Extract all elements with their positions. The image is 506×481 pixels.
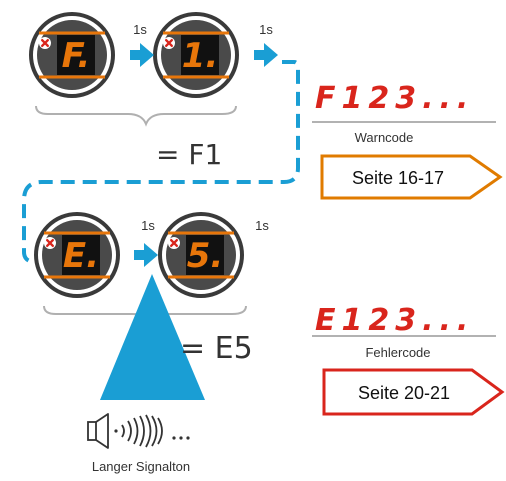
error-panel: E123... Fehlercode Seite 20-21 bbox=[312, 303, 505, 416]
display-digit-e: E. bbox=[63, 236, 99, 276]
page-ref-tag bbox=[322, 368, 505, 416]
speaker-icon bbox=[87, 413, 109, 449]
arrow-right-icon bbox=[130, 43, 154, 67]
error-caption: Fehlercode bbox=[365, 345, 430, 360]
flow-connector bbox=[22, 60, 300, 264]
error-page-link[interactable]: Seite 20-21 bbox=[358, 383, 450, 403]
signal-indicator: Langer Signalton bbox=[87, 413, 190, 474]
error-code-display: E123... bbox=[315, 303, 474, 338]
interval-label: 1s bbox=[141, 218, 155, 233]
arrow-right-icon bbox=[134, 243, 158, 267]
warning-panel: F123... Warncode Seite 16-17 bbox=[312, 81, 503, 200]
page-ref-tag bbox=[320, 154, 503, 200]
group-brace bbox=[35, 105, 237, 127]
display-digit-f: F. bbox=[62, 36, 91, 76]
warning-sequence: F. 1. 1s 1s = F1 bbox=[29, 12, 278, 171]
error-sequence: E. 5. 1s 1s = E5 bbox=[34, 212, 269, 400]
display-digit-5: 5. bbox=[187, 236, 224, 276]
result-code: = E5 bbox=[180, 331, 253, 366]
warning-code-display: F123... bbox=[315, 81, 474, 116]
sound-waves-icon bbox=[114, 414, 190, 448]
interval-label: 1s bbox=[133, 22, 147, 37]
signal-label: Langer Signalton bbox=[92, 459, 190, 474]
warning-page-link[interactable]: Seite 16-17 bbox=[352, 168, 444, 188]
arrow-right-icon bbox=[254, 43, 278, 67]
interval-label: 1s bbox=[259, 22, 273, 37]
warning-caption: Warncode bbox=[355, 130, 414, 145]
signal-beam bbox=[100, 274, 205, 400]
interval-label: 1s bbox=[255, 218, 269, 233]
result-code: = F1 bbox=[156, 138, 222, 171]
display-digit-1: 1. bbox=[182, 36, 219, 76]
